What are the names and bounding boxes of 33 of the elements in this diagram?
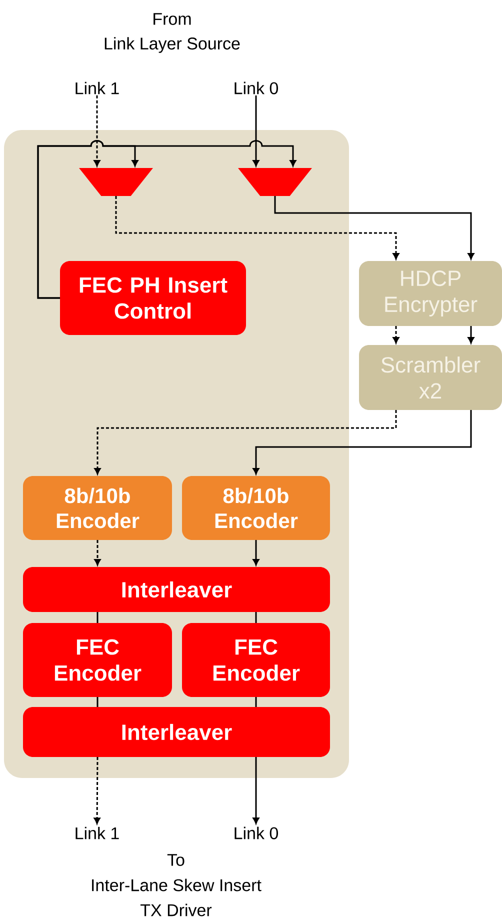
- arrow: [274, 196, 474, 260]
- arrow: [94, 95, 100, 166]
- encoder-box: 8b/10b Encoder: [182, 476, 330, 540]
- process-box: FEC Encoder: [182, 623, 330, 697]
- link-label: Link 0: [234, 826, 278, 840]
- arrow: [94, 410, 397, 474]
- process-box: HDCP Encrypter: [359, 261, 502, 326]
- arrow: [252, 410, 472, 474]
- caption-text: To: [167, 854, 184, 866]
- multiplexer-symbol: [79, 168, 153, 196]
- caption-text: Link Layer Source: [104, 37, 240, 53]
- process-box: Interleaver: [23, 707, 330, 757]
- process-box: FEC Encoder: [23, 623, 172, 697]
- caption-text: TX Driver: [140, 904, 212, 916]
- arrow: [94, 757, 100, 824]
- link-label: Link 1: [76, 826, 119, 840]
- arrow: [115, 196, 400, 260]
- arrow: [252, 757, 260, 824]
- multiplexer-symbol: [238, 168, 312, 196]
- arrow: [468, 326, 474, 344]
- link-label: Link 0: [234, 82, 278, 94]
- arrow: [392, 326, 400, 344]
- process-box: Interleaver: [23, 567, 330, 612]
- process-box: Scrambler x2: [359, 345, 502, 410]
- arrow: [94, 540, 101, 566]
- link-label: Link 1: [76, 82, 119, 94]
- arrow: [252, 540, 260, 566]
- process-box: FEC PH Insert Control: [60, 261, 246, 335]
- encoder-box: 8b/10b Encoder: [23, 476, 172, 540]
- arrow: [252, 95, 260, 166]
- caption-text: From: [154, 13, 191, 25]
- caption-text: Inter-Lane Skew Insert: [92, 878, 262, 892]
- arrow: [37, 140, 296, 299]
